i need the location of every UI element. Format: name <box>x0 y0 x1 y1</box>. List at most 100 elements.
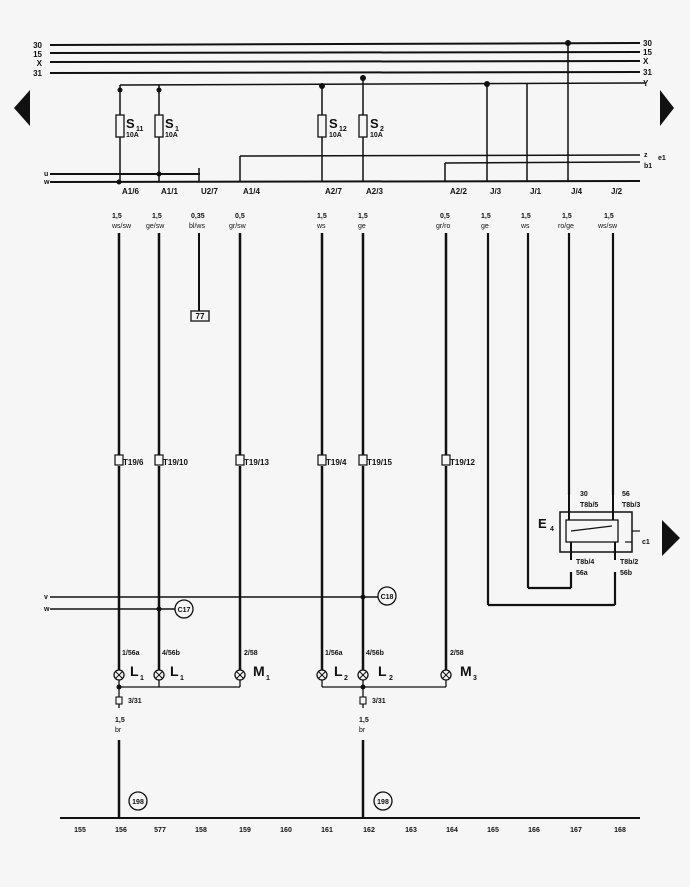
connector-label: A2/7 <box>325 187 342 196</box>
svg-text:10A: 10A <box>370 132 383 139</box>
svg-text:T8b/5: T8b/5 <box>580 502 598 509</box>
bus-lines <box>49 42 646 183</box>
svg-text:77: 77 <box>196 312 205 321</box>
svg-text:C18: C18 <box>381 594 394 601</box>
next-page-arrow-icon-bottom[interactable] <box>662 520 680 556</box>
svg-text:L: L <box>170 663 179 679</box>
fuse-s12: S 12 10A <box>317 114 347 139</box>
ground-wires <box>115 687 367 818</box>
bus-label-31-right: 31 <box>643 68 652 77</box>
bus-labels: 30 15 X 31 30 15 X 31 Y u w z e1 b1 <box>33 39 666 186</box>
svg-text:4/56b: 4/56b <box>366 650 384 657</box>
bus-label-30-right: 30 <box>643 39 652 48</box>
splice-c18: C18 <box>360 586 397 606</box>
svg-text:T8b/4: T8b/4 <box>576 559 594 566</box>
bus-label-z: z <box>644 152 648 159</box>
svg-text:ws: ws <box>316 223 326 230</box>
next-page-arrow-icon-top[interactable] <box>660 90 674 126</box>
connector-label: A1/6 <box>122 187 139 196</box>
ruler-number: 163 <box>405 827 417 834</box>
ruler-number: 577 <box>154 827 166 834</box>
terminal-connectors: T19/6 T19/10 T19/13 T19/4 T19/15 T19/12 <box>114 454 475 467</box>
ruler-number: 167 <box>570 827 582 834</box>
bus-label-b1: b1 <box>644 163 652 170</box>
svg-text:1: 1 <box>175 126 179 133</box>
prev-page-arrow-icon[interactable] <box>14 90 30 126</box>
svg-text:2: 2 <box>380 126 384 133</box>
connector-label: J/4 <box>571 187 583 196</box>
svg-text:1,5: 1,5 <box>562 213 572 220</box>
svg-text:1,5: 1,5 <box>112 213 122 220</box>
ruler-number: 159 <box>239 827 251 834</box>
svg-text:1: 1 <box>140 675 144 682</box>
bus-label-x: X <box>37 59 43 68</box>
bus-label-x-right: X <box>643 57 649 66</box>
splice-c17: C17 <box>156 599 194 619</box>
bus-label-w: w <box>43 179 50 186</box>
svg-text:T19/10: T19/10 <box>163 458 188 467</box>
bus-label-15-right: 15 <box>643 48 652 57</box>
svg-text:L: L <box>334 663 343 679</box>
svg-text:ge: ge <box>481 223 489 230</box>
svg-text:gr/sw: gr/sw <box>229 223 247 230</box>
side-lines <box>50 596 378 610</box>
svg-text:ws/sw: ws/sw <box>111 223 132 230</box>
svg-text:10A: 10A <box>329 132 342 139</box>
svg-text:10A: 10A <box>126 132 139 139</box>
bus-label-30: 30 <box>33 41 42 50</box>
ground-wire-labels: 3/31 1,5 br 3/31 1,5 br <box>115 698 386 734</box>
svg-text:1,5: 1,5 <box>115 717 125 724</box>
svg-text:ws/sw: ws/sw <box>597 223 618 230</box>
connector-label: A1/1 <box>161 187 178 196</box>
ruler-number: 165 <box>487 827 499 834</box>
fuse-s1: S 1 10A <box>154 114 179 139</box>
svg-text:ge/sw: ge/sw <box>146 223 165 230</box>
switch-e4: E 4 30 T8b/5 56 T8b/3 T8b/4 56a T8b/2 56… <box>538 491 650 577</box>
ruler-number: 158 <box>195 827 207 834</box>
svg-text:0,5: 0,5 <box>440 213 450 220</box>
svg-text:br: br <box>359 727 366 734</box>
svg-text:2/58: 2/58 <box>244 650 258 657</box>
svg-text:S: S <box>329 116 338 131</box>
svg-text:S: S <box>126 116 135 131</box>
lamp-return-lines <box>118 680 447 688</box>
vertical-wires <box>117 233 617 670</box>
ruler-number: 168 <box>614 827 626 834</box>
svg-text:3/31: 3/31 <box>372 698 386 705</box>
wire-labels: 1,5 ws/sw 1,5 ge/sw 0,35 bl/ws 0,5 gr/sw 1,5… <box>111 213 618 230</box>
svg-text:bl/ws: bl/ws <box>189 223 205 230</box>
ruler-number: 160 <box>280 827 292 834</box>
svg-text:L: L <box>130 663 139 679</box>
svg-text:12: 12 <box>339 126 347 133</box>
bus-label-15: 15 <box>33 50 42 59</box>
svg-text:1,5: 1,5 <box>152 213 162 220</box>
connector-labels: A1/6 A1/1 U2/7 A1/4 A2/7 A2/3 A2/2 J/3 J… <box>122 187 623 196</box>
connector-label: U2/7 <box>201 187 218 196</box>
terminal-t19-6: T19/6 <box>114 454 144 467</box>
svg-text:56: 56 <box>622 491 630 498</box>
svg-text:T19/6: T19/6 <box>123 458 144 467</box>
connector-label: A1/4 <box>243 187 260 196</box>
fuse-feeds <box>119 43 569 182</box>
svg-text:S: S <box>370 116 379 131</box>
svg-text:4: 4 <box>550 526 554 533</box>
svg-text:1,5: 1,5 <box>481 213 491 220</box>
ruler-number: 155 <box>74 827 86 834</box>
svg-text:1,5: 1,5 <box>521 213 531 220</box>
side-letter-w: w <box>43 606 50 613</box>
svg-text:1,5: 1,5 <box>359 717 369 724</box>
svg-text:T19/12: T19/12 <box>450 458 475 467</box>
svg-text:56b: 56b <box>620 570 632 577</box>
ground-point-198-left: 198 <box>128 791 148 811</box>
svg-text:0,35: 0,35 <box>191 213 205 220</box>
svg-text:1: 1 <box>266 675 270 682</box>
svg-text:ro/ge: ro/ge <box>558 223 574 230</box>
reference-box-77[interactable]: 77 <box>190 310 210 322</box>
svg-text:3/31: 3/31 <box>128 698 142 705</box>
connector-label: J/3 <box>490 187 502 196</box>
svg-text:30: 30 <box>580 491 588 498</box>
svg-text:C17: C17 <box>178 607 191 614</box>
